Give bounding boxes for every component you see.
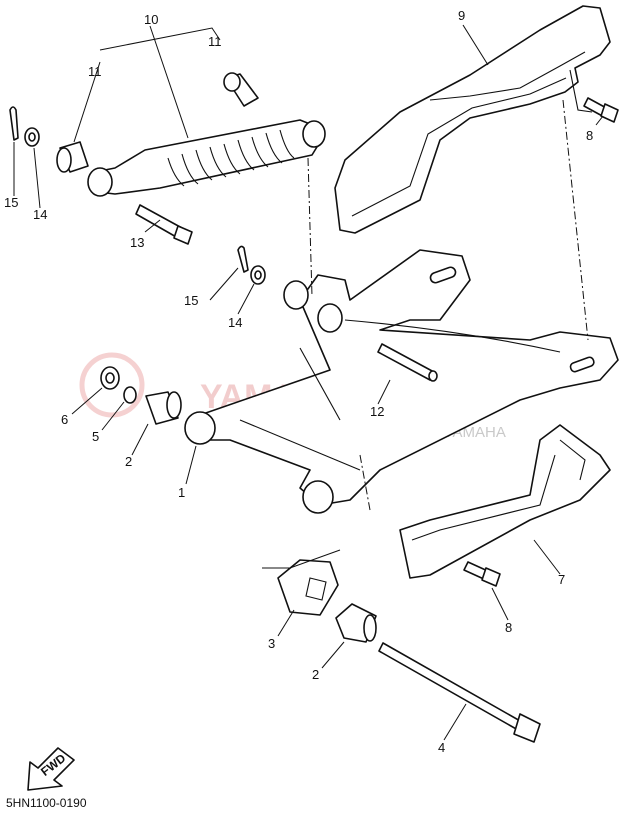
- callout-10: 10: [144, 12, 158, 27]
- callout-2: 2: [125, 454, 132, 469]
- bushing-lower: [277, 559, 339, 616]
- callout-8: 8: [586, 128, 593, 143]
- rear-swing-arm: [184, 249, 619, 514]
- pivot-shaft: [378, 642, 541, 743]
- nut: [100, 366, 120, 390]
- forward-arrow-icon: FWD: [27, 747, 75, 791]
- diagram-code: 5HN1100-0190: [6, 796, 87, 810]
- callout-14: 14: [33, 207, 47, 222]
- shock-bushing-right: [223, 72, 259, 107]
- callout-8: 8: [505, 620, 512, 635]
- callout-2: 2: [312, 667, 319, 682]
- callout-12: 12: [370, 404, 384, 419]
- callout-6: 6: [61, 412, 68, 427]
- callout-11: 11: [208, 34, 222, 49]
- callout-9: 9: [458, 8, 465, 23]
- callout-13: 13: [130, 235, 144, 250]
- cotter-pin-upper: [9, 106, 19, 141]
- callout-15: 15: [4, 195, 18, 210]
- callout-14: 14: [228, 315, 242, 330]
- bolt-chain-support: [463, 561, 501, 587]
- washer-nut: [123, 386, 137, 404]
- washer-lower: [250, 265, 266, 285]
- shock-absorber: [87, 119, 326, 197]
- cotter-pin-lower: [237, 245, 249, 273]
- chain-support: [399, 424, 611, 579]
- callout-11: 11: [88, 64, 102, 79]
- leader-lines: [13, 24, 604, 741]
- callout-3: 3: [268, 636, 275, 651]
- callout-1: 1: [178, 485, 185, 500]
- chain-guard: [334, 5, 611, 234]
- callout-15: 15: [184, 293, 198, 308]
- shock-bushing-left: [56, 141, 89, 173]
- collar-lower: [335, 603, 377, 643]
- shock-bolt: [135, 204, 193, 245]
- swing-arm-shaft: [377, 343, 438, 382]
- callout-4: 4: [438, 740, 445, 755]
- collar-upper: [145, 391, 182, 425]
- callout-7: 7: [558, 572, 565, 587]
- callout-5: 5: [92, 429, 99, 444]
- bolt-chain-guard: [583, 97, 619, 123]
- callouts: 10 11 11 9 8 15 14 13 15 14 12 6 5 2 1 7…: [4, 8, 593, 755]
- washer-upper: [24, 127, 40, 147]
